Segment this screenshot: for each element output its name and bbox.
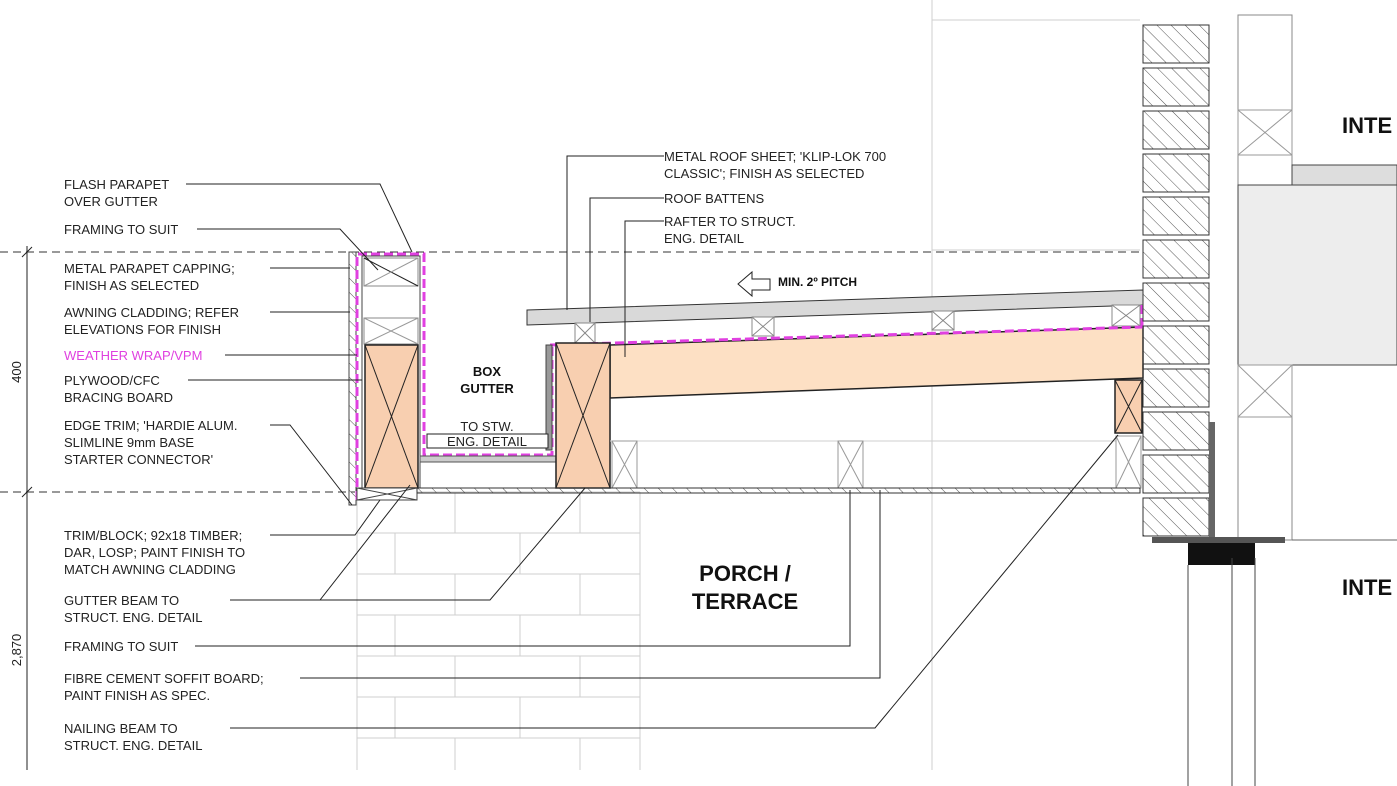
annotation-label: WEATHER WRAP/VPM: [64, 348, 202, 363]
soffit-board: [416, 487, 1141, 494]
porch-terrace-label: PORCH /TERRACE: [692, 561, 798, 614]
dimension-2870: 2,870: [9, 634, 24, 667]
brick: [1142, 24, 1210, 64]
brick: [1142, 196, 1210, 236]
dimension-400: 400: [9, 361, 24, 383]
brick: [1142, 67, 1210, 107]
annotation-label: FRAMING TO SUIT: [64, 222, 178, 237]
leader-lines: [186, 155, 1119, 729]
annotation-label: ROOF BATTENS: [664, 191, 764, 206]
parapet: [348, 251, 557, 506]
brick: [1142, 110, 1210, 150]
brick: [1142, 239, 1210, 279]
interior-label-bottom: INTE: [1342, 575, 1392, 600]
interior-wall: INTE INTE: [1152, 14, 1397, 786]
annotation-label: FIBRE CEMENT SOFFIT BOARD;PAINT FINISH A…: [64, 671, 264, 703]
brick: [1142, 153, 1210, 193]
brick: [1142, 368, 1210, 408]
interior-label-top: INTE: [1342, 113, 1392, 138]
brick: [1142, 325, 1210, 365]
annotation-label: FRAMING TO SUIT: [64, 639, 178, 654]
annotation-label: RAFTER TO STRUCT.ENG. DETAIL: [664, 214, 796, 246]
brick: [1142, 497, 1210, 537]
annotation-label: EDGE TRIM; 'HARDIE ALUM.SLIMLINE 9mm BAS…: [64, 418, 237, 467]
brick: [1142, 454, 1210, 494]
annotation-label: TRIM/BLOCK; 92x18 TIMBER;DAR, LOSP; PAIN…: [64, 528, 245, 577]
dimension-lines: 400 2,870: [0, 246, 1140, 770]
metal-roof-sheet: [526, 289, 1144, 326]
pitch-label: MIN. 2º PITCH: [778, 275, 857, 289]
brick: [1142, 411, 1210, 451]
to-stw-label: TO STW.ENG. DETAIL: [447, 419, 527, 449]
annotation-label: METAL PARAPET CAPPING;FINISH AS SELECTED: [64, 261, 235, 293]
pitch-arrow-icon: [737, 270, 771, 298]
rafter: [609, 326, 1144, 399]
roof: MIN. 2º PITCH: [416, 270, 1144, 494]
brick: [1142, 282, 1210, 322]
brick-wall: [1142, 24, 1210, 537]
